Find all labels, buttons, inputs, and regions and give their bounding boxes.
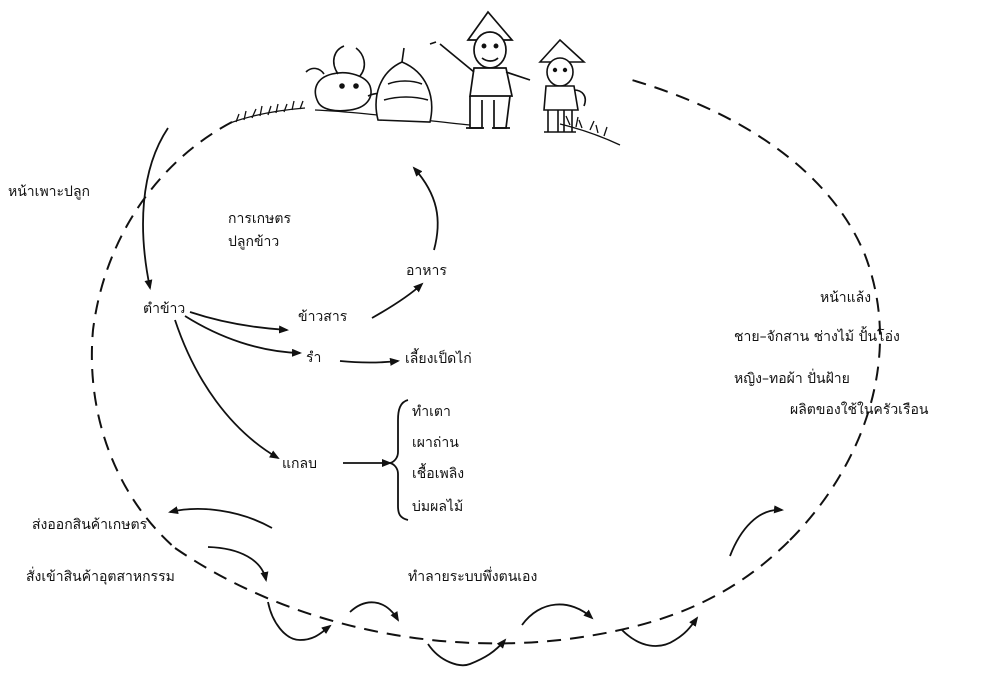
arrow-threshing-to-husk <box>174 319 280 460</box>
label-bran: รำ <box>306 350 322 366</box>
label-export: ส่งออกสินค้าเกษตร <box>32 517 148 533</box>
label-men-work: ชาย–จักสาน ช่างไม้ ปั้นโอ่ง <box>734 329 900 345</box>
wave-arrow-1 <box>267 601 332 641</box>
label-import: สั่งเข้าสินค้าอุตสาหกรรม <box>26 569 175 585</box>
label-husk-use-1: เผาถ่าน <box>412 435 459 451</box>
wave-arrow-4 <box>521 603 594 626</box>
farmer-child-illustration <box>538 38 587 133</box>
label-husk: แกลบ <box>282 456 317 472</box>
wave-arrow-6 <box>729 505 784 557</box>
label-dry-season: หน้าแล้ง <box>820 290 872 306</box>
arrow-rice-to-food <box>371 282 424 319</box>
arrow-bran-to-poultry <box>339 357 400 366</box>
cycle-bottom-arc <box>174 539 791 645</box>
label-husk-use-3: บ่มผลไม้ <box>412 499 464 515</box>
arrow-food-to-top <box>412 166 439 251</box>
cycle-left-arc <box>90 121 233 549</box>
label-raise-poultry: เลี้ยงเป็ดไก่ <box>405 351 472 367</box>
arrow-import <box>207 546 269 582</box>
label-threshing: ตำข้าว <box>143 301 186 317</box>
wave-arrow-3 <box>427 638 507 666</box>
label-planting-season: หน้าเพาะปลูก <box>8 184 90 200</box>
label-husk-use-2: เชื้อเพลิง <box>412 466 465 482</box>
label-rice: ข้าวสาร <box>298 309 348 325</box>
arrow-export <box>168 506 273 529</box>
arrow-threshing-to-bran <box>184 315 302 357</box>
label-destroy-self-sufficiency: ทำลายระบบพึ่งตนเอง <box>408 569 538 585</box>
wave-arrow-5 <box>621 616 699 647</box>
dashed-cycle <box>90 79 882 645</box>
haystack-illustration <box>375 47 433 123</box>
husk-uses-brace <box>389 399 409 521</box>
arrow-threshing-to-rice <box>189 311 289 334</box>
cycle-right-arc <box>631 79 882 541</box>
label-household-goods: ผลิตของใช้ในครัวเรือน <box>790 402 929 418</box>
label-agriculture-line1: การเกษตร <box>228 211 291 227</box>
farmer-adult-illustration <box>429 10 531 129</box>
label-agriculture-line2: ปลูกข้าว <box>228 234 280 250</box>
label-husk-use-0: ทำเตา <box>412 404 451 420</box>
wave-arrow-2 <box>349 601 400 622</box>
arrow-planting-to-threshing <box>142 127 169 290</box>
label-women-work: หญิง–ทอผ้า ปั่นฝ้าย <box>734 371 850 387</box>
label-food: อาหาร <box>406 263 447 279</box>
flow-arrows <box>142 127 784 666</box>
